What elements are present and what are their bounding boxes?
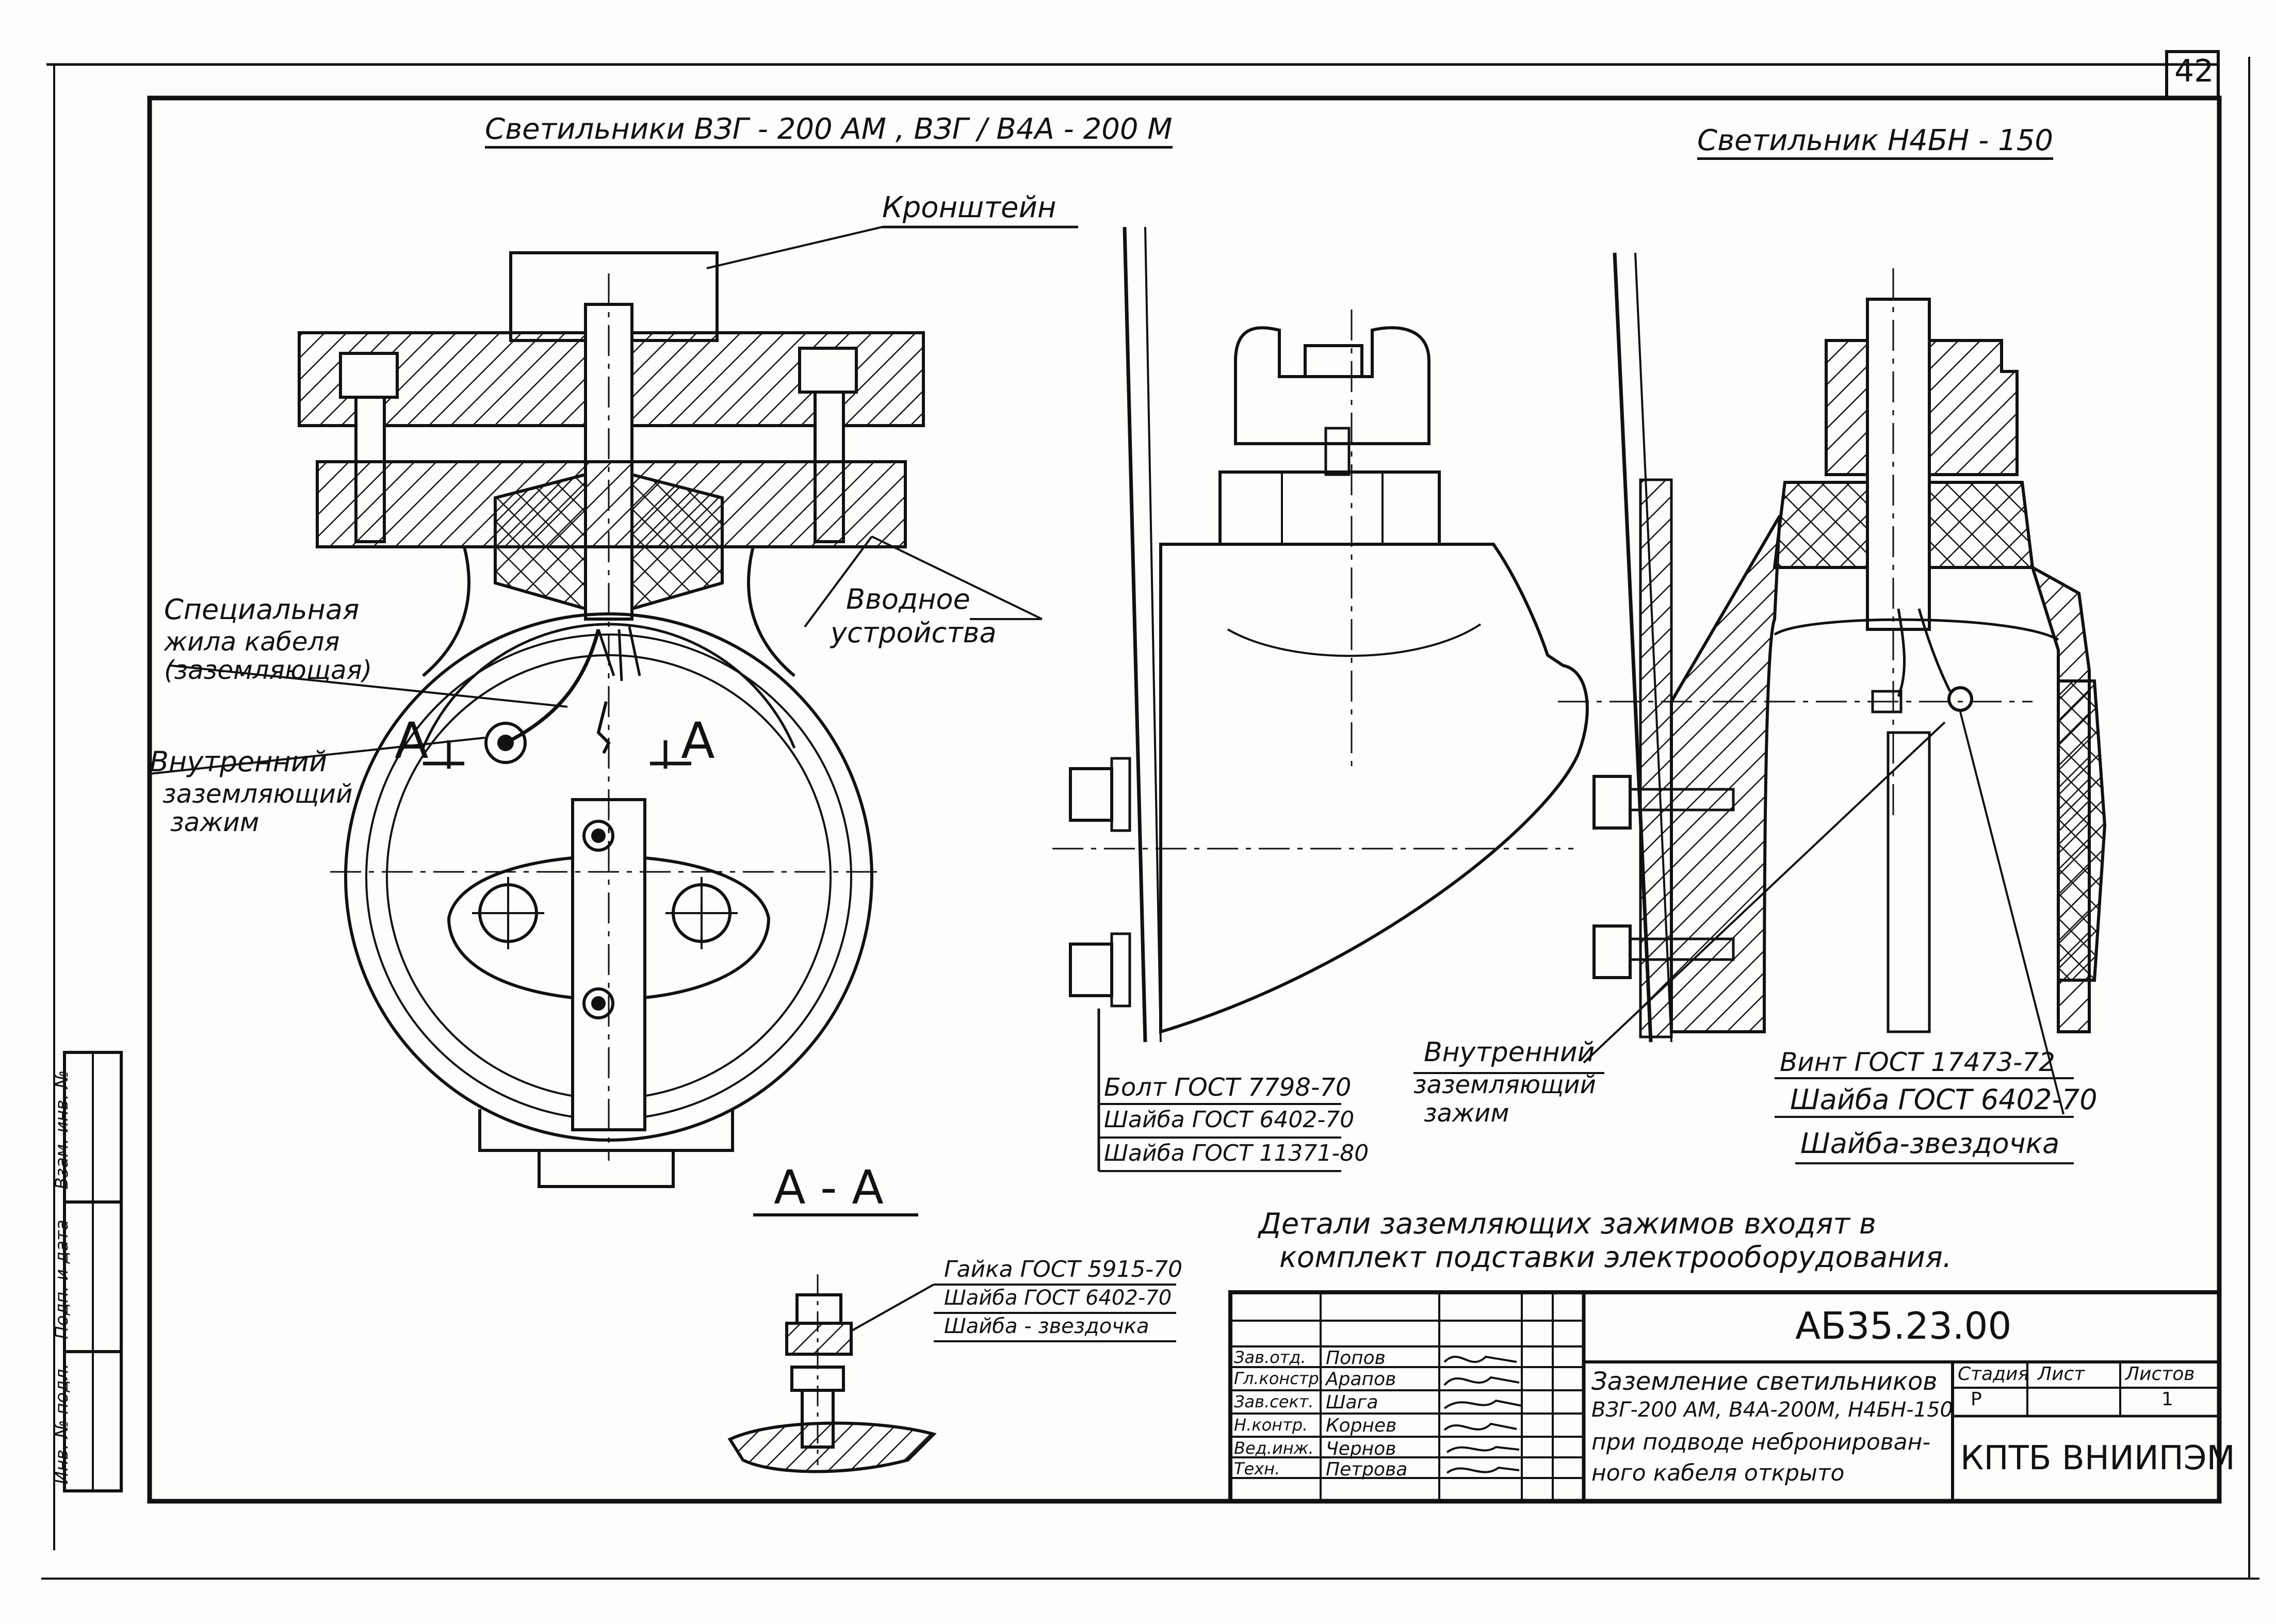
inner-clamp-mid-label-2: заземляющий bbox=[1413, 1070, 1596, 1099]
wall-line bbox=[1123, 226, 1147, 1043]
nut-spec-1: Гайка ГОСТ 5915-70 bbox=[944, 1256, 1183, 1282]
role-name: Арапов bbox=[1326, 1369, 1396, 1390]
role-name: Петрова bbox=[1326, 1459, 1408, 1480]
sheet-frame bbox=[147, 95, 2222, 1504]
drawing-code: АБ35.23.00 bbox=[1795, 1304, 2012, 1347]
sheet-label: Лист bbox=[2038, 1363, 2085, 1385]
inner-clamp-mid-label-3: зажим bbox=[1424, 1099, 1509, 1128]
lower-flange-plate bbox=[316, 460, 907, 548]
bolt-head-lower bbox=[1069, 943, 1113, 997]
right-cap-insulator bbox=[2057, 679, 2107, 982]
top-cap bbox=[1234, 326, 1430, 445]
title-desc-3: при подводе небронирован- bbox=[1591, 1429, 1931, 1455]
role-name: Чернов bbox=[1326, 1438, 1396, 1459]
role-title: Вед.инж. bbox=[1234, 1438, 1314, 1458]
right-body-wall-left bbox=[1670, 515, 1781, 1033]
section-marker-right: А bbox=[681, 712, 715, 770]
role-title: Гл.констр. bbox=[1234, 1369, 1324, 1388]
signatures bbox=[1443, 1355, 1522, 1474]
right-fixture-drawing bbox=[1558, 252, 2107, 1043]
sheet-number: 42 bbox=[2174, 53, 2214, 89]
right-cable-tube bbox=[1866, 298, 1931, 631]
inner-clamp-left-label-3: зажим bbox=[170, 807, 259, 837]
bolt-head-upper bbox=[1069, 767, 1113, 822]
nut-detail-drawing bbox=[727, 1274, 1176, 1473]
stage-value: Р bbox=[1971, 1389, 1982, 1410]
right-flange-bolt-head bbox=[798, 347, 858, 394]
special-core-label-3: (заземляющая) bbox=[164, 655, 372, 685]
inner-clamp-left-label-1: Внутренний bbox=[150, 745, 328, 778]
role-title: Зав.отд. bbox=[1234, 1347, 1306, 1367]
note-line-1: Детали заземляющих зажимов входят в bbox=[1259, 1207, 1876, 1241]
right-title: Светильник Н4БН - 150 bbox=[1697, 124, 2053, 160]
gland-packing-right bbox=[630, 473, 724, 611]
gland-packing-left bbox=[494, 473, 587, 611]
side-stamp-col2: Подп. и дата bbox=[52, 1220, 72, 1339]
role-name: Шага bbox=[1326, 1392, 1378, 1413]
nut-spec-2: Шайба ГОСТ 6402-70 bbox=[944, 1286, 1172, 1310]
side-stamp-col1: Инв. № подл. bbox=[52, 1363, 72, 1485]
bolt-spec-1: Болт ГОСТ 7798-70 bbox=[1104, 1073, 1352, 1102]
section-title: А - А bbox=[774, 1161, 884, 1215]
entry-device-label-2: устройства bbox=[831, 616, 997, 649]
organization: КПТБ ВНИИПЭМ bbox=[1960, 1439, 2235, 1477]
role-title: Н.контр. bbox=[1234, 1415, 1308, 1435]
left-title: Светильники ВЗГ - 200 АМ , ВЗГ / В4А - 2… bbox=[485, 112, 1173, 149]
left-fixture-drawing bbox=[298, 251, 925, 1188]
stage-label: Стадия bbox=[1958, 1363, 2029, 1385]
title-desc-1: Заземление светильников bbox=[1591, 1367, 1938, 1396]
sheets-label: Листов bbox=[2125, 1363, 2195, 1385]
screw-spec-1: Винт ГОСТ 17473-72 bbox=[1780, 1047, 2055, 1077]
title-block-grid bbox=[1228, 1290, 2221, 1503]
nut-spec-3: Шайба - звездочка bbox=[944, 1314, 1149, 1338]
body-nut bbox=[1218, 470, 1441, 546]
role-name: Корнев bbox=[1326, 1415, 1397, 1436]
special-core-label-1: Специальная bbox=[164, 593, 360, 626]
role-title: Зав.сект. bbox=[1234, 1392, 1314, 1411]
bracket-label: Кронштейн bbox=[882, 191, 1056, 224]
bolt-spec-3: Шайба ГОСТ 11371-80 bbox=[1104, 1140, 1369, 1166]
screw-spec-3: Шайба-звездочка bbox=[1800, 1127, 2060, 1160]
middle-fixture-drawing bbox=[1052, 226, 1589, 1043]
section-marker-left: А bbox=[395, 712, 429, 770]
side-stamp bbox=[63, 1051, 123, 1492]
middle-body bbox=[1159, 543, 1589, 1034]
sheets-value: 1 bbox=[2161, 1389, 2173, 1410]
note-line-2: комплект подставки электрооборудования. bbox=[1279, 1241, 1952, 1274]
inner-clamp-left-label-2: заземляющий bbox=[162, 779, 353, 809]
role-title: Техн. bbox=[1234, 1459, 1280, 1479]
title-desc-2: ВЗГ-200 АМ, В4А-200М, Н4БН-150 bbox=[1591, 1398, 1953, 1422]
left-flange-bolt-head bbox=[339, 352, 399, 399]
side-stamp-col3: Взам. инв. № bbox=[52, 1070, 72, 1190]
screw-spec-2: Шайба ГОСТ 6402-70 bbox=[1790, 1083, 2098, 1116]
special-core-label-2: жила кабеля bbox=[164, 627, 340, 657]
role-name: Попов bbox=[1326, 1347, 1386, 1369]
inner-clamp-mid-label-1: Внутренний bbox=[1424, 1037, 1595, 1068]
sheet-number-box bbox=[2165, 50, 2220, 100]
entry-device-label-1: Вводное bbox=[846, 583, 970, 615]
bolt-spec-2: Шайба ГОСТ 6402-70 bbox=[1104, 1107, 1355, 1133]
inner-grounding-clamp bbox=[484, 722, 527, 764]
ground-wire bbox=[505, 629, 600, 745]
title-desc-4: ного кабеля открыто bbox=[1591, 1460, 1845, 1486]
